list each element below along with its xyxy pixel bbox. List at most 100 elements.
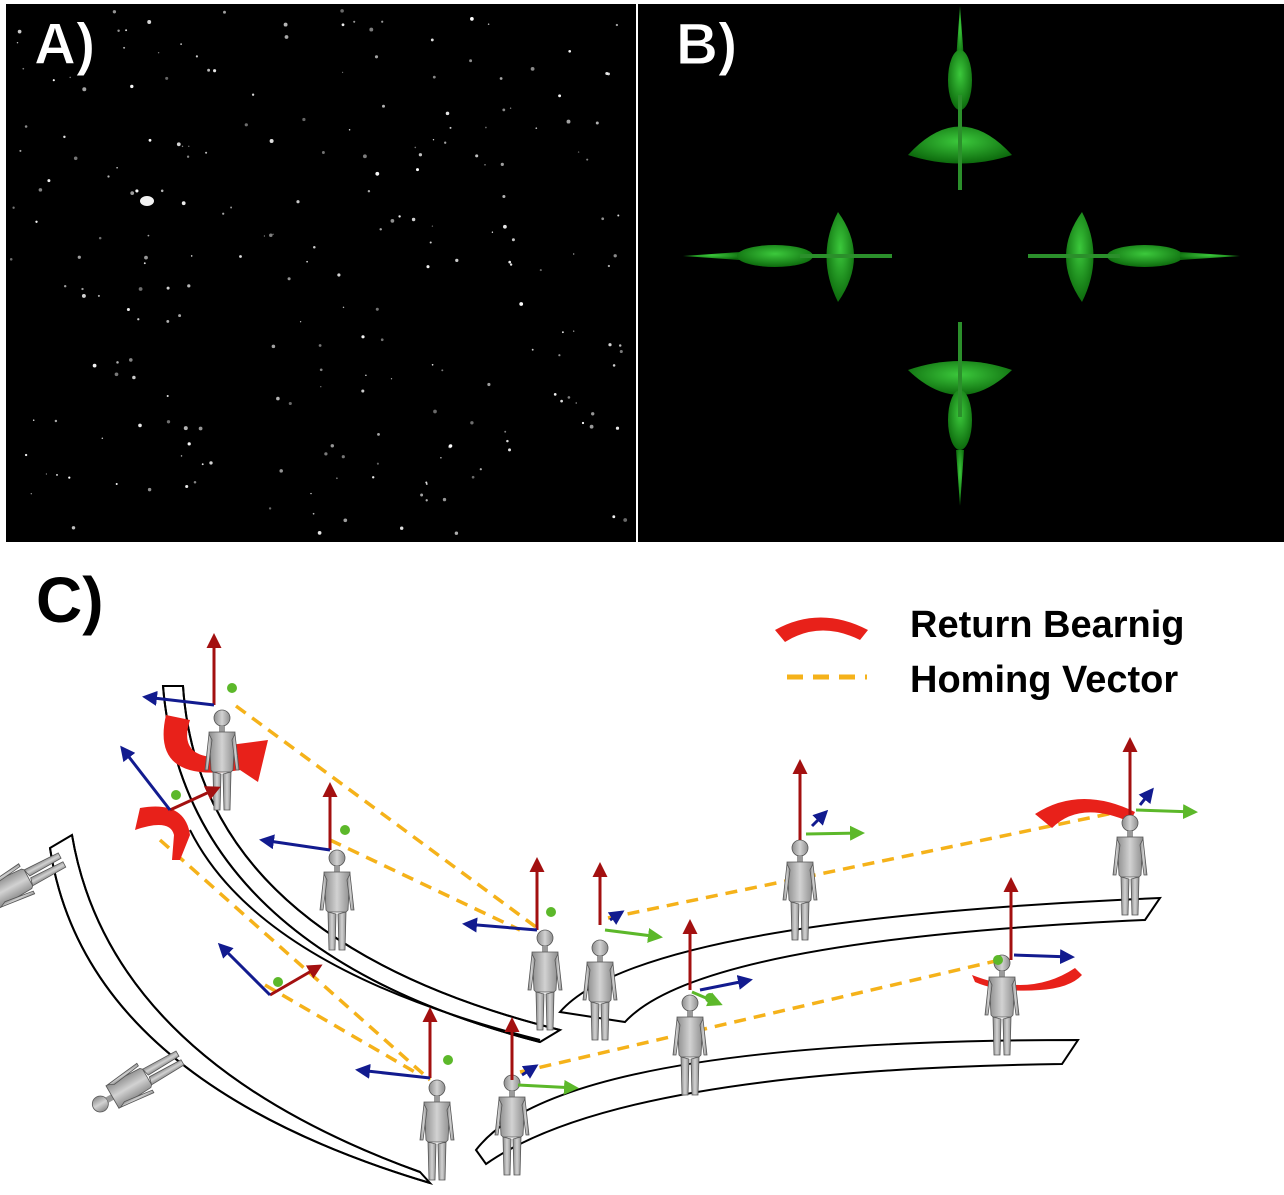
star — [263, 235, 266, 237]
star — [487, 382, 491, 387]
star — [201, 463, 204, 466]
bright-star — [140, 196, 154, 206]
star — [491, 231, 494, 233]
star — [56, 473, 58, 476]
star — [312, 512, 315, 515]
star — [117, 29, 120, 32]
star — [381, 20, 384, 23]
star — [54, 419, 58, 423]
star — [181, 201, 186, 206]
star — [558, 94, 562, 98]
star — [337, 273, 341, 277]
star — [503, 224, 507, 229]
star — [115, 482, 118, 486]
star — [558, 354, 561, 357]
star — [441, 369, 444, 372]
panel-b-label: B) — [676, 12, 737, 77]
star — [617, 214, 620, 217]
star — [45, 473, 48, 475]
star — [193, 480, 197, 484]
star — [81, 293, 86, 298]
star — [251, 93, 255, 96]
star — [144, 255, 148, 260]
star — [418, 153, 423, 157]
star — [187, 284, 191, 288]
star — [361, 335, 365, 339]
panel-c-label: C) — [36, 564, 104, 636]
star — [369, 27, 374, 32]
star — [411, 217, 416, 222]
star — [19, 149, 22, 152]
star — [35, 220, 38, 223]
panel-b: B) — [638, 4, 1284, 542]
target-bottom — [908, 322, 1012, 506]
star — [269, 139, 274, 143]
star — [288, 401, 292, 406]
star — [433, 409, 437, 414]
star — [12, 206, 15, 209]
star — [296, 200, 300, 204]
star — [416, 168, 419, 172]
star — [586, 158, 589, 161]
star — [77, 255, 81, 259]
star — [535, 127, 538, 130]
star — [471, 475, 475, 479]
head-markers — [171, 683, 1003, 1065]
star — [426, 265, 430, 269]
star — [504, 430, 507, 433]
star — [500, 162, 504, 167]
star — [615, 23, 619, 27]
star — [180, 43, 182, 45]
star — [279, 469, 283, 473]
star — [508, 260, 512, 264]
star — [138, 423, 142, 428]
star — [577, 151, 580, 153]
star — [195, 55, 198, 58]
star — [147, 20, 152, 24]
star — [502, 108, 506, 112]
star — [377, 432, 380, 436]
star — [470, 421, 474, 425]
star — [181, 145, 184, 148]
star — [519, 302, 524, 306]
star — [68, 476, 71, 479]
star — [568, 49, 572, 53]
panel-a-label: A) — [34, 12, 95, 77]
star — [24, 125, 28, 128]
starfield-background — [6, 4, 636, 542]
star — [561, 331, 564, 334]
star — [539, 269, 542, 272]
star — [431, 363, 434, 366]
star — [17, 29, 22, 34]
star — [123, 46, 126, 49]
star — [444, 141, 447, 144]
star — [485, 126, 487, 129]
star — [573, 330, 575, 332]
star — [69, 76, 71, 79]
star — [148, 138, 152, 142]
star — [30, 492, 33, 495]
star — [343, 518, 348, 523]
star — [382, 104, 385, 108]
star — [272, 233, 274, 236]
star — [365, 374, 367, 377]
star — [591, 412, 595, 416]
star — [430, 38, 434, 42]
star — [276, 396, 280, 401]
star — [180, 455, 183, 457]
star — [372, 476, 375, 479]
star — [420, 493, 424, 497]
star — [313, 246, 316, 249]
star — [431, 225, 434, 227]
starfield — [9, 9, 628, 535]
star — [499, 77, 503, 80]
star — [619, 349, 623, 354]
star — [425, 481, 428, 484]
star — [506, 439, 509, 443]
panel-c: C) Return Bearnig Homing Vector — [0, 564, 1198, 1185]
star — [143, 262, 146, 265]
star — [130, 191, 135, 195]
star — [353, 20, 356, 23]
star — [362, 154, 367, 159]
star — [432, 75, 436, 79]
